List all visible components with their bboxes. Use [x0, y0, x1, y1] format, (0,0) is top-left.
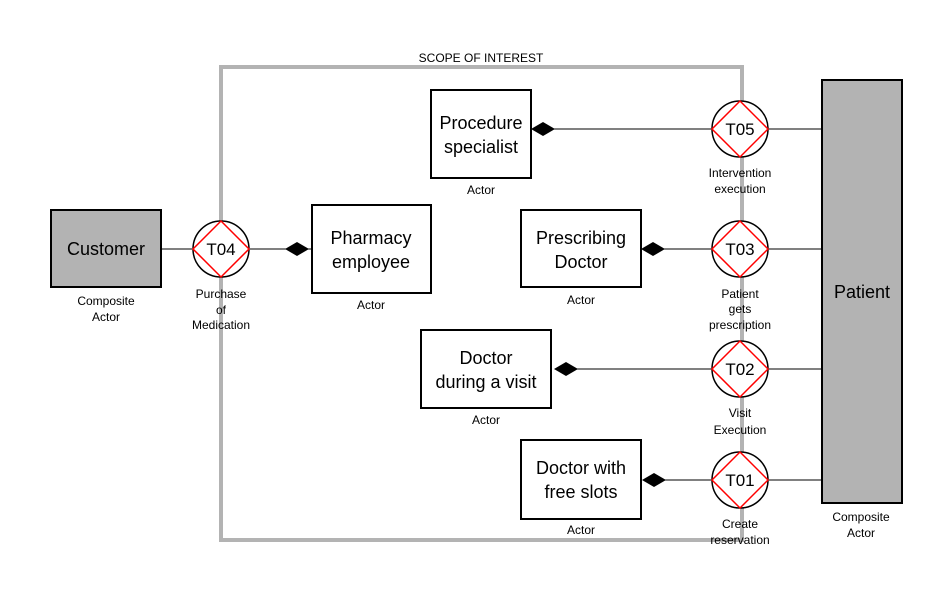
doctor-with-free-slots-name-line1: Doctor with	[536, 458, 626, 478]
transaction-t02-label-line2: Execution	[714, 423, 767, 437]
doctor-during-visit-box	[420, 329, 552, 409]
pharmacy-employee-box	[311, 204, 432, 294]
transaction-t01-diamond	[710, 450, 770, 510]
pharmacy-employee-name-line2: employee	[332, 252, 410, 272]
pharmacy-employee-type-label: Actor	[357, 298, 385, 312]
doctor-during-visit-name-line2: during a visit	[435, 372, 536, 392]
transaction-t02-diamond	[710, 339, 770, 399]
scope-of-interest-label: SCOPE OF INTEREST	[419, 51, 544, 65]
transaction-t04-code: T04	[206, 240, 235, 259]
transaction-t03-label-line2: gets	[729, 302, 752, 316]
transaction-t05-diamond	[710, 99, 770, 159]
composite-actor-customer[interactable]: Customer	[50, 209, 162, 288]
transaction-t04-label-line2: of	[216, 303, 227, 317]
customer-box	[50, 209, 162, 288]
transaction-t04[interactable]: T04	[191, 219, 251, 279]
patient-box	[821, 79, 903, 504]
customer-type-label-line2: Actor	[92, 310, 120, 324]
connector-lines	[161, 128, 822, 481]
transaction-t05-code: T05	[725, 120, 754, 139]
procedure-specialist-type-label: Actor	[467, 183, 495, 197]
transaction-t05-label-line2: execution	[714, 182, 765, 196]
scope-of-interest-boundary	[219, 65, 744, 542]
executor-markers	[285, 122, 666, 487]
transaction-t02[interactable]: T02	[710, 339, 770, 399]
transaction-t01-label-line1: Create	[722, 517, 758, 531]
transaction-t01[interactable]: T01	[710, 450, 770, 510]
transaction-t04-label-line3: Medication	[192, 318, 250, 332]
transaction-t03-label-line1: Patient	[721, 287, 759, 301]
transaction-t01-code: T01	[725, 471, 754, 490]
doctor-during-visit-name-line1: Doctor	[459, 348, 512, 368]
prescribing-doctor-name-line2: Doctor	[554, 252, 607, 272]
procedure-specialist-name-line1: Procedure	[439, 113, 522, 133]
executor-diamond-t04	[285, 242, 309, 256]
composite-actor-patient[interactable]: Patient	[821, 79, 903, 504]
transaction-t01-label-line2: reservation	[710, 533, 769, 547]
actor-procedure-specialist[interactable]: Procedure specialist	[430, 89, 532, 179]
transaction-t05[interactable]: T05	[710, 99, 770, 159]
actor-pharmacy-employee[interactable]: Pharmacy employee	[311, 204, 432, 294]
actor-prescribing-doctor[interactable]: Prescribing Doctor	[520, 209, 642, 288]
patient-type-label-line2: Actor	[847, 526, 875, 540]
actor-doctor-during-visit[interactable]: Doctor during a visit	[420, 329, 552, 409]
doctor-during-visit-type-label: Actor	[472, 413, 500, 427]
prescribing-doctor-name-line1: Prescribing	[536, 228, 626, 248]
transaction-t04-label-line1: Purchase	[196, 287, 247, 301]
patient-type-label-line1: Composite	[832, 510, 890, 524]
prescribing-doctor-box	[520, 209, 642, 288]
executor-diamond-t05	[531, 122, 555, 136]
transaction-t03-label-line3: prescription	[709, 318, 771, 332]
transaction-t03-diamond	[710, 219, 770, 279]
transaction-t03-code: T03	[725, 240, 754, 259]
procedure-specialist-name-line2: specialist	[444, 137, 518, 157]
transaction-t03[interactable]: T03	[710, 219, 770, 279]
doctor-with-free-slots-type-label: Actor	[567, 523, 595, 537]
pharmacy-employee-name-line1: Pharmacy	[330, 228, 411, 248]
transaction-t05-label-line1: Intervention	[709, 166, 772, 180]
patient-name: Patient	[834, 282, 890, 302]
customer-type-label-line1: Composite	[77, 294, 135, 308]
actor-doctor-with-free-slots[interactable]: Doctor with free slots	[520, 439, 642, 520]
transaction-t02-code: T02	[725, 360, 754, 379]
procedure-specialist-box	[430, 89, 532, 179]
executor-diamond-t01	[642, 473, 666, 487]
executor-diamond-t02	[554, 362, 578, 376]
doctor-with-free-slots-name-line2: free slots	[544, 482, 617, 502]
transaction-t02-label-line1: Visit	[729, 406, 752, 420]
transaction-t04-diamond	[191, 219, 251, 279]
customer-name: Customer	[67, 239, 145, 259]
executor-diamond-t03	[641, 242, 665, 256]
doctor-with-free-slots-box	[520, 439, 642, 520]
prescribing-doctor-type-label: Actor	[567, 293, 595, 307]
